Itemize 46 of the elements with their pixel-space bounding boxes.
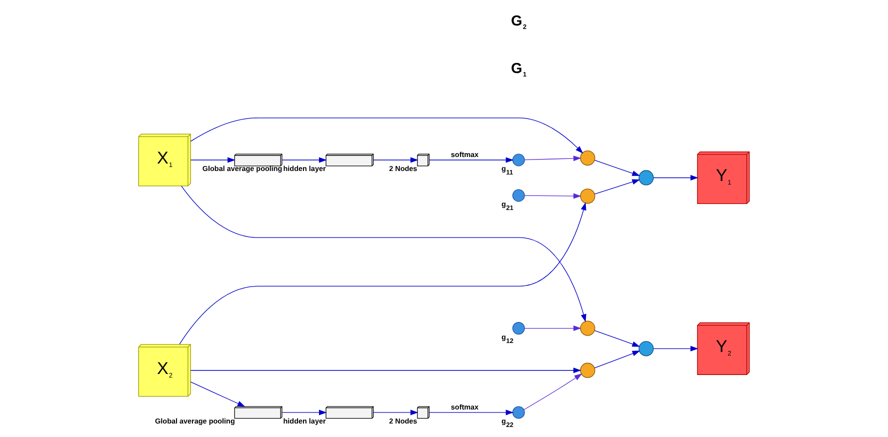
arrow	[181, 186, 586, 322]
node-label: Global average pooling	[202, 164, 282, 174]
arrow	[524, 326, 582, 332]
arrow	[282, 410, 327, 416]
node-label: g$_{11}$	[502, 164, 514, 177]
label: G$_{2}$	[511, 14, 527, 32]
arrow	[428, 157, 514, 163]
arrow	[190, 118, 584, 154]
node-label: 2 Nodes	[389, 416, 418, 426]
arrow	[190, 382, 246, 407]
node-label: 2 Nodes	[389, 164, 418, 174]
arrow	[594, 179, 640, 194]
arrow	[594, 350, 640, 368]
node-circle	[512, 322, 525, 335]
arrow	[428, 410, 514, 416]
node-circle	[512, 154, 525, 166]
node-circle	[580, 188, 596, 204]
arrow	[524, 156, 582, 162]
node-label: g$_{22}$	[502, 416, 514, 429]
edge-label: softmax	[450, 150, 479, 160]
edge-label: softmax	[450, 402, 479, 412]
node-circle	[580, 320, 596, 336]
label: G$_{1}$	[511, 60, 527, 78]
arrow	[179, 202, 586, 345]
node-label: hidden layer	[283, 164, 326, 174]
arrow	[653, 346, 698, 352]
node-circle	[638, 341, 654, 356]
arrow	[373, 157, 418, 163]
node-label: g$_{21}$	[502, 200, 514, 212]
node-label: Global average pooling	[155, 416, 235, 426]
arrow	[594, 160, 640, 176]
arrow	[373, 410, 418, 416]
node-circle	[512, 406, 525, 419]
arrow	[524, 193, 582, 199]
arrow	[190, 368, 582, 374]
arrow	[653, 174, 698, 180]
arrow	[594, 330, 640, 347]
node-label: g$_{12}$	[502, 332, 514, 345]
arrow	[282, 157, 327, 163]
node-circle	[580, 362, 596, 378]
node-circle	[638, 170, 654, 186]
arrow	[524, 374, 582, 410]
arrow	[190, 157, 236, 163]
node-circle	[580, 150, 596, 166]
node-circle	[512, 189, 525, 202]
node-label: hidden layer	[283, 416, 326, 426]
